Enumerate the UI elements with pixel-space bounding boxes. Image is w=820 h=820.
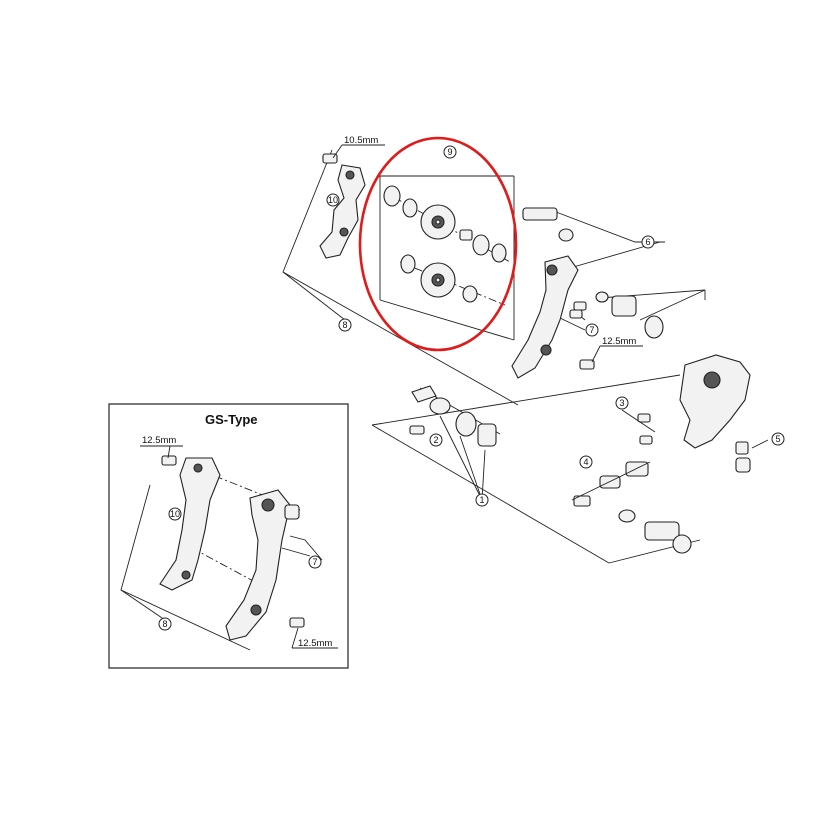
top-bolt-dimension: 10.5mm: [344, 135, 378, 146]
callout-4: 4: [579, 455, 593, 469]
svg-text:1: 1: [479, 495, 484, 505]
gs-callout-7: 7: [308, 555, 322, 569]
outer-cage-plate: [511, 255, 579, 379]
pulley-assembly: [379, 175, 515, 341]
callout-5: 5: [771, 432, 785, 446]
svg-text:5: 5: [775, 434, 780, 444]
svg-text:7: 7: [589, 325, 594, 335]
callout-10: 10: [326, 193, 340, 207]
derailleur-body: [679, 354, 751, 449]
lower-bolt-dimension: 12.5mm: [602, 336, 636, 347]
gs-type-inset: GS-Type 12.5mm 12.5mm 10 7: [108, 403, 349, 669]
callout-3: 3: [615, 396, 629, 410]
barrel-adjuster: [571, 461, 651, 507]
svg-text:8: 8: [342, 320, 347, 330]
limit-screws: [621, 409, 656, 445]
svg-text:8: 8: [162, 619, 167, 629]
top-bolt-10-5mm: 10.5mm: [322, 135, 385, 164]
callout-8: 8: [338, 318, 352, 332]
svg-text:2: 2: [433, 435, 438, 445]
svg-text:4: 4: [583, 457, 588, 467]
gs-callout-10: 10: [168, 507, 182, 521]
lower-cage-bolt: 12.5mm: [579, 336, 643, 370]
svg-text:10: 10: [170, 509, 180, 519]
svg-text:3: 3: [619, 398, 624, 408]
highlight-ring: [358, 136, 518, 352]
callout-2: 2: [429, 433, 443, 447]
callout-9: 9: [443, 145, 457, 159]
axle-spring-group: [522, 207, 664, 339]
svg-text:9: 9: [447, 147, 452, 157]
callout-6: 6: [641, 235, 655, 249]
svg-text:6: 6: [645, 237, 650, 247]
callout-7: 7: [585, 323, 599, 337]
svg-text:7: 7: [312, 557, 317, 567]
inner-cage-plate: [319, 164, 366, 259]
callout-1: 1: [475, 493, 489, 507]
svg-text:10: 10: [328, 195, 338, 205]
gs-callout-8: 8: [158, 617, 172, 631]
gs-type-title: GS-Type: [205, 412, 258, 427]
b-spring-group: [409, 385, 497, 501]
gs-lower-bolt-dimension: 12.5mm: [298, 638, 332, 649]
gs-top-bolt-dimension: 12.5mm: [142, 435, 176, 446]
stop-bolt: [735, 439, 769, 473]
mounting-bolt: [618, 509, 692, 554]
